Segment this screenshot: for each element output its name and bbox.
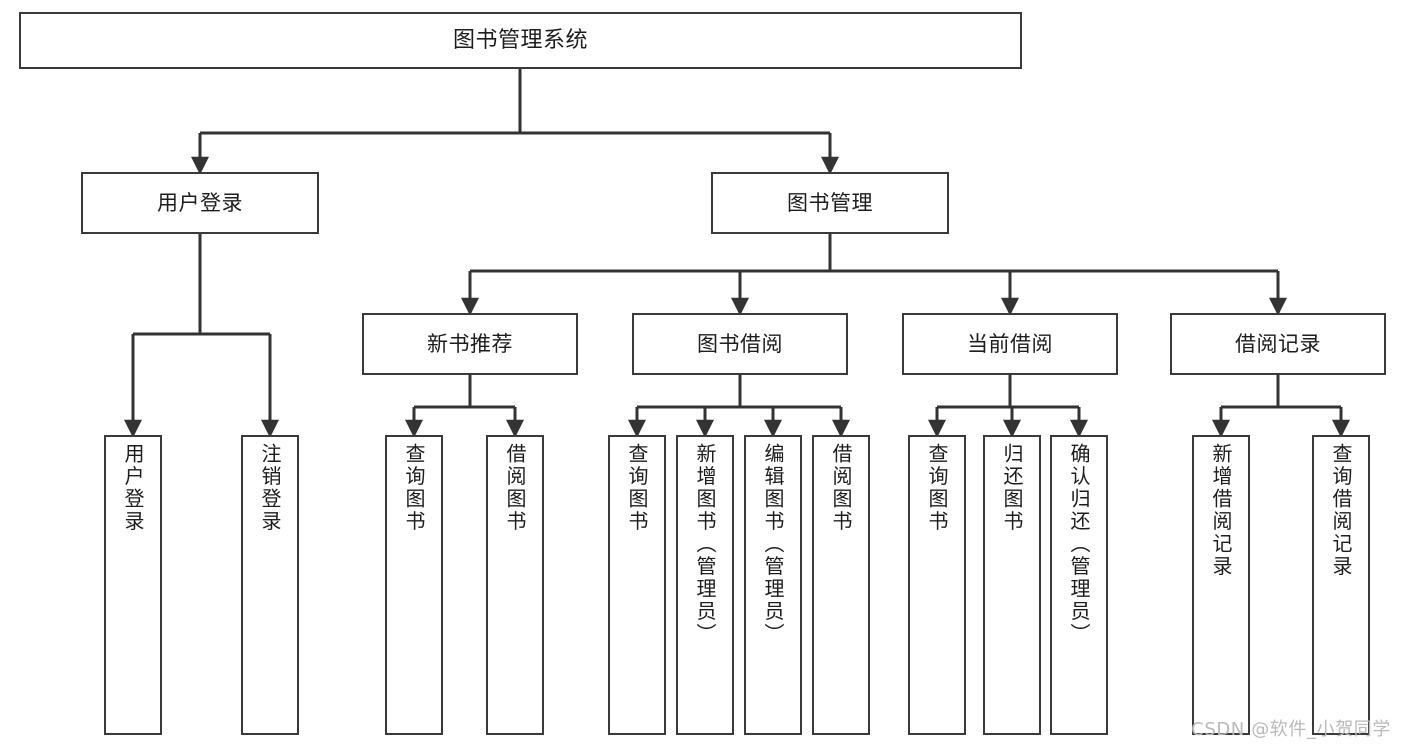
node-root[interactable]: 图书管理系统 — [19, 12, 1022, 69]
node-current-borrow[interactable]: 当前借阅 — [902, 313, 1118, 375]
node-label-leaf-qry-record: 查询借阅记录 — [1329, 443, 1353, 578]
node-book-manage[interactable]: 图书管理 — [711, 172, 949, 234]
node-leaf-query-2[interactable]: 查询图书 — [608, 435, 666, 735]
node-leaf-query-1[interactable]: 查询图书 — [385, 435, 443, 735]
node-label-leaf-query-3: 查询图书 — [925, 443, 949, 533]
node-label-borrow-record: 借阅记录 — [1235, 331, 1321, 356]
node-label-leaf-confirm: 确认归还（管理员） — [1067, 443, 1091, 646]
node-label-leaf-logout: 注销登录 — [258, 443, 282, 533]
node-label-current-borrow: 当前借阅 — [967, 331, 1053, 356]
node-leaf-user-login[interactable]: 用户登录 — [104, 435, 162, 735]
node-label-leaf-query-2: 查询图书 — [625, 443, 649, 533]
node-label-leaf-add-book: 新增图书（管理员） — [693, 443, 717, 646]
watermark: CSDN @软件_小贺同学 — [1191, 719, 1391, 740]
node-book-borrow[interactable]: 图书借阅 — [632, 313, 848, 375]
node-leaf-return[interactable]: 归还图书 — [983, 435, 1041, 735]
node-leaf-qry-record[interactable]: 查询借阅记录 — [1312, 435, 1370, 735]
node-label-leaf-edit-book: 编辑图书（管理员） — [761, 443, 785, 646]
node-leaf-logout[interactable]: 注销登录 — [241, 435, 299, 735]
node-label-leaf-add-record: 新增借阅记录 — [1209, 443, 1233, 578]
node-label-leaf-borrow-1: 借阅图书 — [503, 443, 527, 533]
node-label-book-borrow: 图书借阅 — [697, 331, 783, 356]
node-label-user-login: 用户登录 — [157, 190, 243, 215]
node-leaf-borrow-2[interactable]: 借阅图书 — [812, 435, 870, 735]
node-label-leaf-return: 归还图书 — [1000, 443, 1024, 533]
node-leaf-edit-book[interactable]: 编辑图书（管理员） — [744, 435, 802, 735]
node-leaf-query-3[interactable]: 查询图书 — [908, 435, 966, 735]
node-label-leaf-borrow-2: 借阅图书 — [829, 443, 853, 533]
node-leaf-add-book[interactable]: 新增图书（管理员） — [676, 435, 734, 735]
node-new-book-rec[interactable]: 新书推荐 — [362, 313, 578, 375]
node-label-leaf-user-login: 用户登录 — [121, 443, 145, 533]
node-leaf-confirm[interactable]: 确认归还（管理员） — [1050, 435, 1108, 735]
node-leaf-add-record[interactable]: 新增借阅记录 — [1192, 435, 1250, 735]
node-label-leaf-query-1: 查询图书 — [402, 443, 426, 533]
node-label-root: 图书管理系统 — [452, 27, 588, 53]
node-user-login[interactable]: 用户登录 — [81, 172, 319, 234]
node-leaf-borrow-1[interactable]: 借阅图书 — [486, 435, 544, 735]
node-label-book-manage: 图书管理 — [787, 190, 873, 215]
node-label-new-book-rec: 新书推荐 — [427, 331, 513, 356]
node-borrow-record[interactable]: 借阅记录 — [1170, 313, 1386, 375]
